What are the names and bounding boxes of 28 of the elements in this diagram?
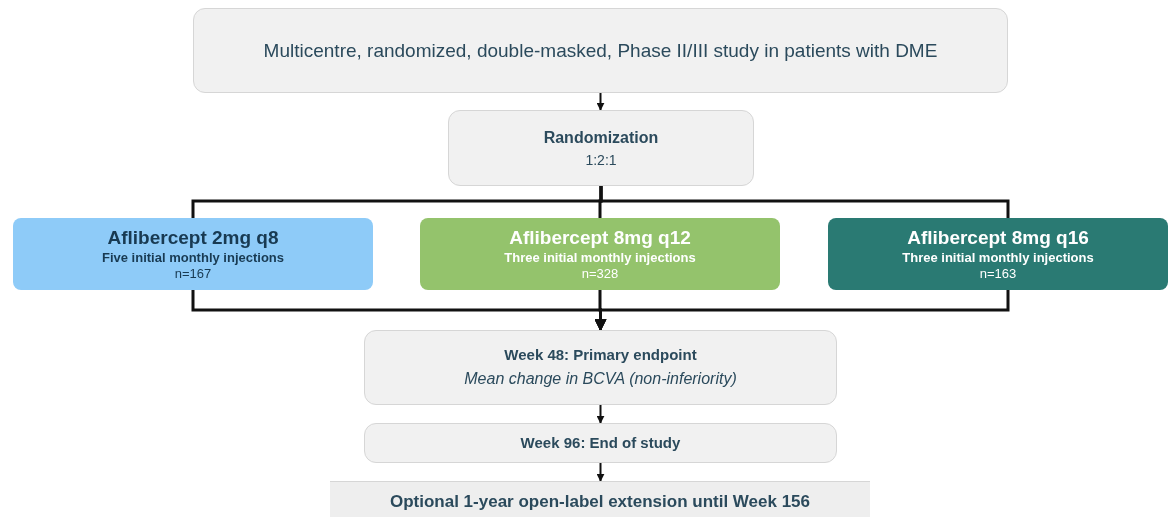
node-title: Week 96: End of study	[520, 432, 681, 453]
node-title: Aflibercept 2mg q8	[107, 226, 279, 250]
arrow	[596, 92, 605, 111]
node-text: Three initial monthly injections	[902, 250, 1094, 266]
node-title: Aflibercept 8mg q12	[509, 226, 691, 250]
arrow	[596, 462, 605, 482]
node-text: Three initial monthly injections	[504, 250, 696, 266]
process-box	[448, 110, 754, 186]
arm-box	[420, 218, 780, 290]
process-box	[364, 330, 837, 405]
process-box	[330, 481, 870, 517]
process-box	[193, 8, 1008, 93]
node-text: Mean change in BCVA (non-inferiority)	[464, 368, 737, 389]
process-box	[364, 423, 837, 463]
node-text: 1:2:1	[585, 150, 617, 170]
node-text: Five initial monthly injections	[102, 250, 284, 266]
node-text: n=163	[979, 266, 1017, 282]
node-title: Optional 1-year open-label extension until Week 156	[389, 490, 811, 513]
node-title: Randomization	[543, 127, 659, 148]
node-title: Week 48: Primary endpoint	[504, 345, 697, 366]
arm-box	[828, 218, 1168, 290]
arm-box	[13, 218, 373, 290]
connector-line	[599, 186, 1010, 218]
node-text: n=167	[174, 266, 212, 282]
node-title: Multicentre, randomized, double-masked, Phase II/III study in patients with DME	[262, 38, 939, 63]
node-title: Aflibercept 8mg q16	[907, 226, 1089, 250]
arrow	[596, 404, 605, 424]
node-text: n=328	[581, 266, 619, 282]
